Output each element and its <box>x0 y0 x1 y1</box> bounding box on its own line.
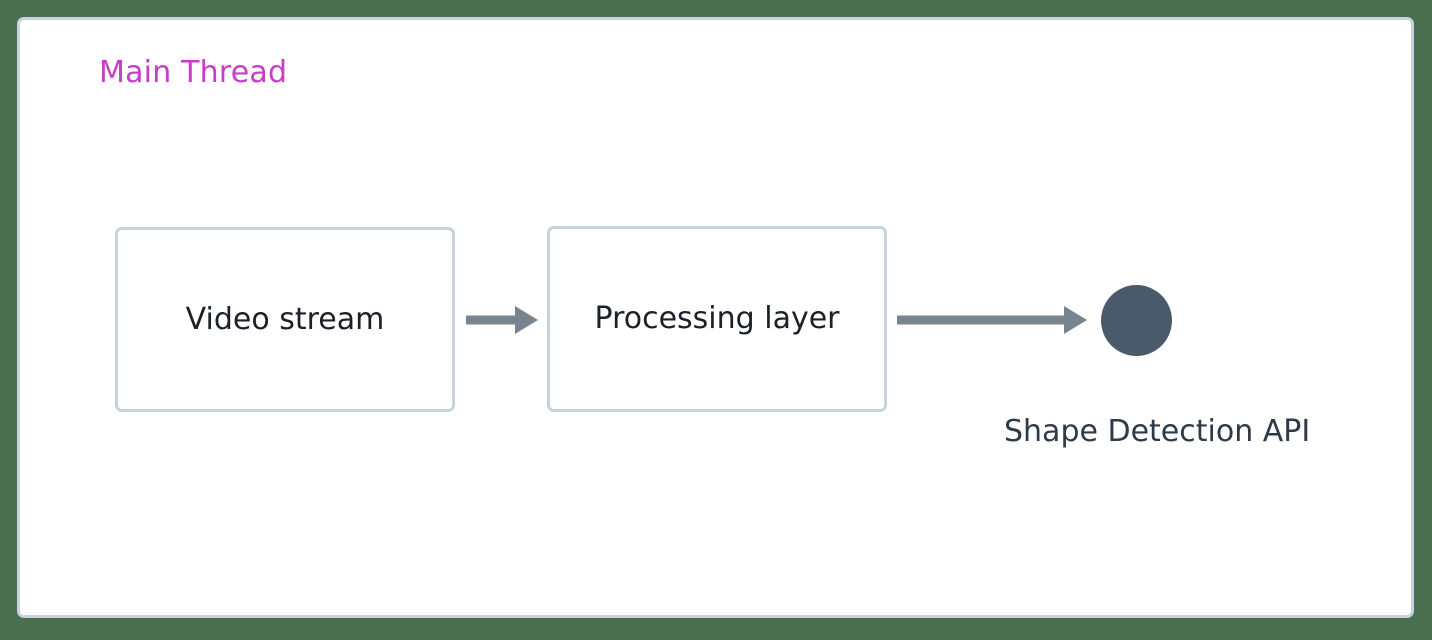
node-video-stream[interactable]: Video stream <box>115 227 455 412</box>
group-title-main-thread: Main Thread <box>99 55 288 90</box>
arrow-video-stream-to-processing-layer <box>466 306 538 334</box>
arrow-processing-layer-to-shape-detection-api <box>897 306 1087 334</box>
node-processing-layer[interactable]: Processing layer <box>547 226 887 412</box>
node-shape-detection-api-label: Shape Detection API <box>1004 414 1311 449</box>
node-shape-detection-api-circle[interactable] <box>1101 285 1172 356</box>
node-processing-layer-label: Processing layer <box>594 301 840 336</box>
node-video-stream-label: Video stream <box>185 301 385 337</box>
